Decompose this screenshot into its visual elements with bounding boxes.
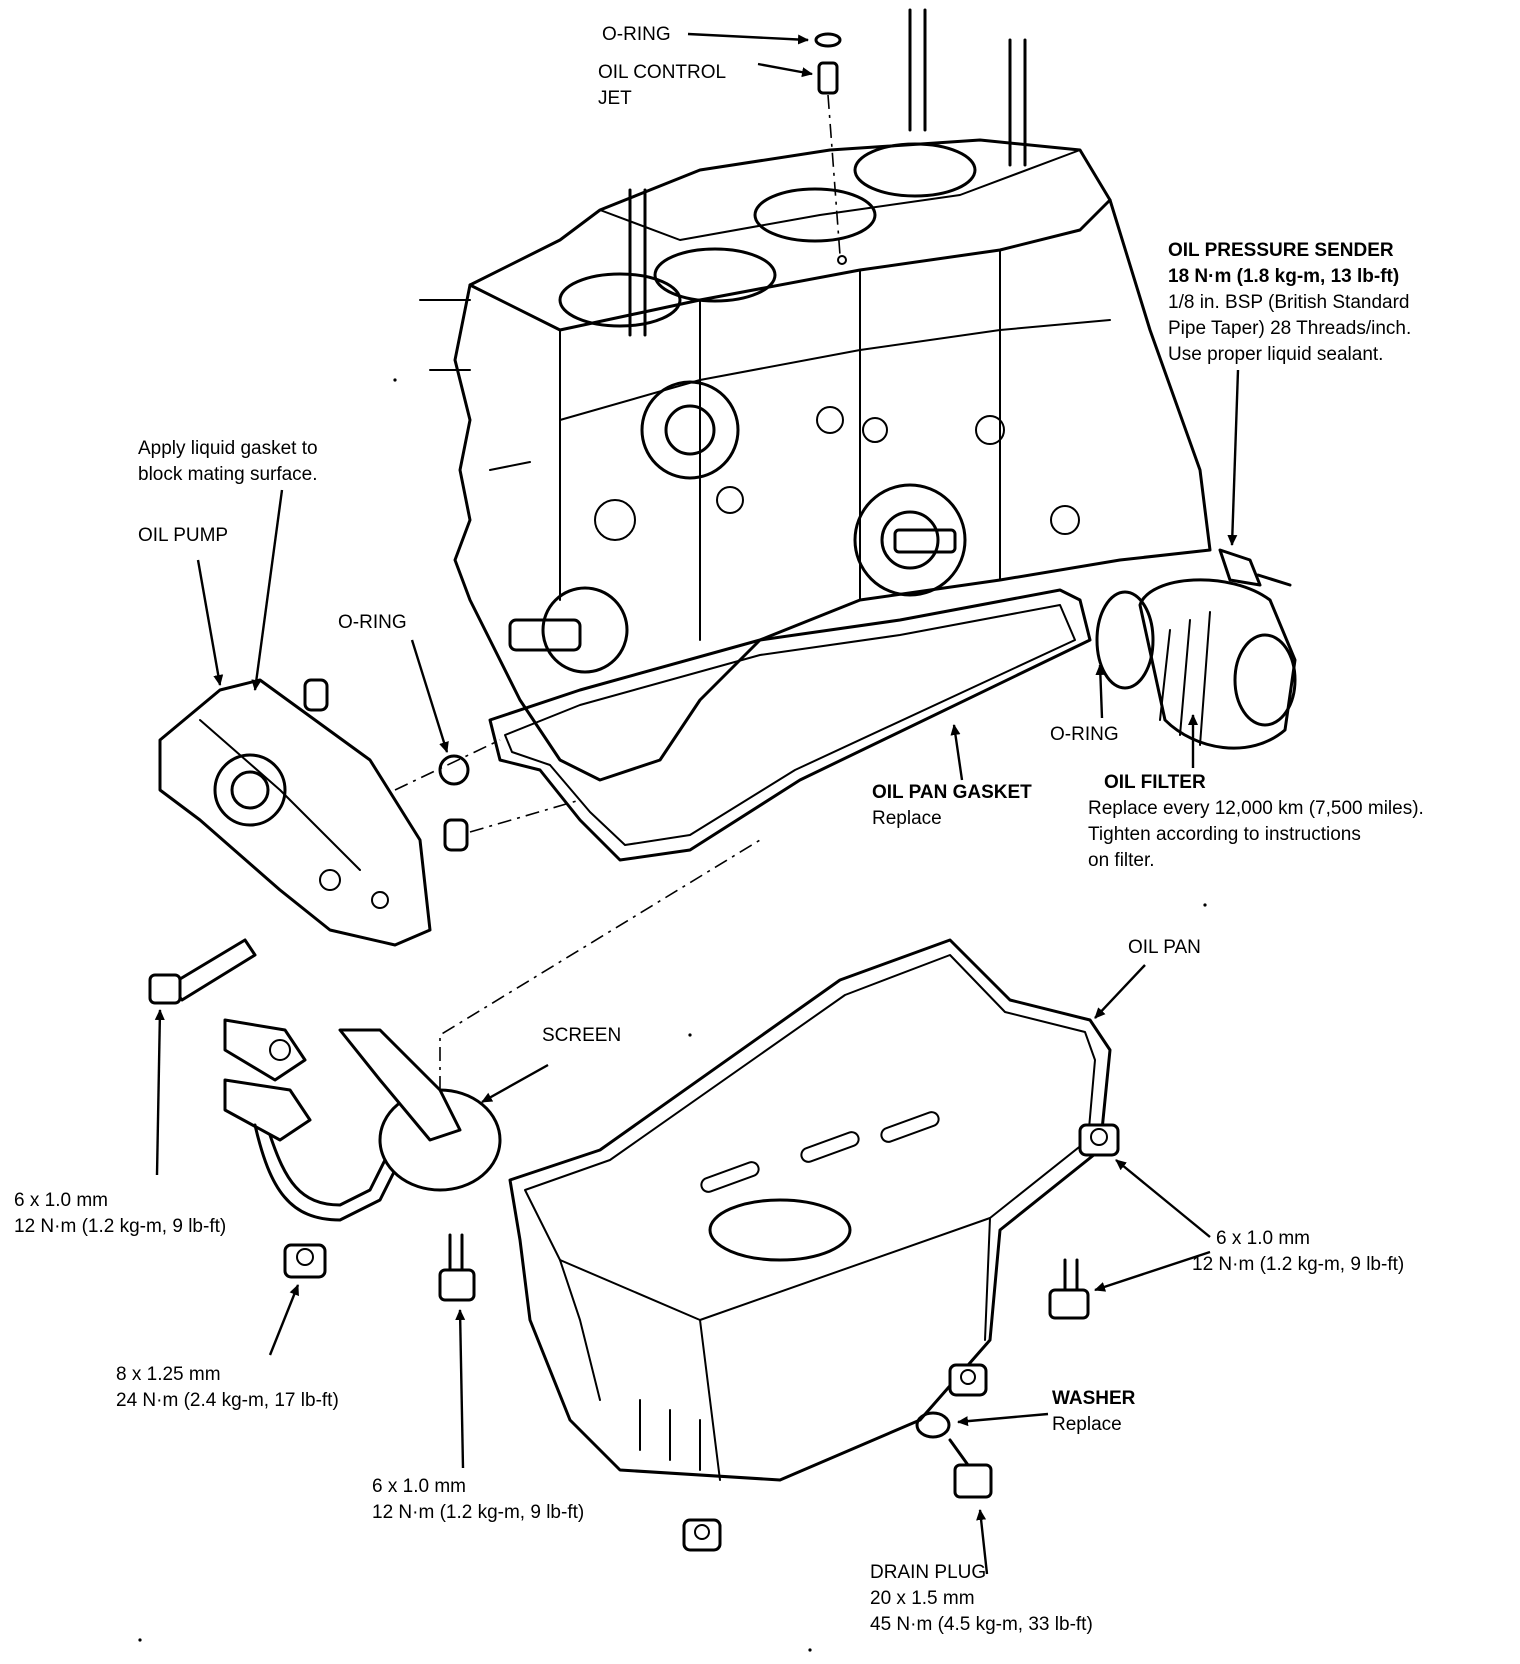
label-oil-pump: OIL PUMP [138,523,228,549]
label-o-ring-mid-text: O-RING [338,612,407,633]
label-liquid-gasket-note-line-2: block mating surface. [138,464,318,485]
leader-lines [154,32,1240,1575]
label-o-ring-mid: O-RING [338,610,407,636]
label-washer: WASHER Replace [1052,1386,1135,1438]
nut-pickup [283,1243,327,1279]
drain-plug [948,1438,993,1499]
label-oil-pressure-sender-note-3: Use proper liquid sealant. [1168,344,1384,365]
label-bolt-right-size: 6 x 1.0 mm [1216,1228,1310,1249]
label-liquid-gasket-note: Apply liquid gasket to block mating surf… [138,436,318,488]
pump-dash-line-2 [469,799,581,833]
engine-block [419,8,1212,782]
nut-pan-lower [682,1518,722,1552]
label-oil-pan-gasket-title: OIL PAN GASKET [872,782,1032,803]
label-oil-pressure-sender-note-2: Pipe Taper) 28 Threads/inch. [1168,318,1412,339]
label-drain-plug-torque: 45 N·m (4.5 kg-m, 33 lb-ft) [870,1614,1093,1635]
oil-control-jet [814,32,847,265]
label-oil-pan-gasket: OIL PAN GASKET Replace [872,780,1032,832]
label-drain-plug: DRAIN PLUG 20 x 1.5 mm 45 N·m (4.5 kg-m,… [870,1560,1093,1638]
oil-strainer-assembly [223,839,761,1222]
label-oil-filter-note-1: Replace every 12,000 km (7,500 miles). [1088,798,1424,819]
label-bolt-pickup: 8 x 1.25 mm 24 N·m (2.4 kg-m, 17 lb-ft) [116,1362,339,1414]
label-oil-pan: OIL PAN [1128,935,1201,961]
label-bolt-pickup-torque: 24 N·m (2.4 kg-m, 17 lb-ft) [116,1390,339,1411]
label-screen-text: SCREEN [542,1025,622,1046]
label-liquid-gasket-note-line-1: Apply liquid gasket to [138,438,318,459]
label-oil-filter-note-3: on filter. [1088,850,1155,871]
label-washer-note: Replace [1052,1414,1122,1435]
label-screen: SCREEN [542,1023,621,1049]
label-bolt-left-torque: 12 N·m (1.2 kg-m, 9 lb-ft) [14,1216,227,1237]
label-bolt-left-size: 6 x 1.0 mm [14,1190,108,1211]
label-drain-plug-title: DRAIN PLUG [870,1562,987,1583]
label-oil-control-jet-line-1: OIL CONTROL [598,62,727,83]
label-bolt-screen-size: 6 x 1.0 mm [372,1476,466,1497]
oil-pan-gasket [488,588,1092,862]
pump-dash-line [394,739,501,791]
label-oil-pressure-sender: OIL PRESSURE SENDER 18 N·m (1.8 kg-m, 13… [1168,238,1411,368]
label-bolt-screen-torque: 12 N·m (1.2 kg-m, 9 lb-ft) [372,1502,585,1523]
label-bolt-screen: 6 x 1.0 mm 12 N·m (1.2 kg-m, 9 lb-ft) [372,1474,584,1526]
label-o-ring-filter: O-RING [1050,722,1119,748]
label-oil-pressure-sender-torque: 18 N·m (1.8 kg-m, 13 lb-ft) [1168,266,1400,287]
label-o-ring-top: O-RING [602,22,671,48]
nut-pan-right [1078,1123,1120,1157]
bolt-pan-right [1048,1258,1090,1320]
label-bolt-right-torque: 12 N·m (1.2 kg-m, 9 lb-ft) [1192,1254,1405,1275]
label-oil-pump-text: OIL PUMP [138,525,229,546]
label-bolt-pickup-size: 8 x 1.25 mm [116,1364,221,1385]
label-oil-filter-note-2: Tighten according to instructions [1088,824,1361,845]
label-oil-filter: OIL FILTER Replace every 12,000 km (7,50… [1088,770,1424,874]
label-o-ring-top-text: O-RING [602,24,671,45]
oil-filter [1095,578,1297,750]
label-bolt-left: 6 x 1.0 mm 12 N·m (1.2 kg-m, 9 lb-ft) [14,1188,226,1240]
label-oil-pressure-sender-title: OIL PRESSURE SENDER [1168,240,1394,261]
label-o-ring-filter-text: O-RING [1050,724,1119,745]
oil-pump-o-ring [438,754,470,786]
label-oil-pan-gasket-note: Replace [872,808,942,829]
label-oil-filter-title: OIL FILTER [1104,772,1206,793]
oil-pressure-sender [1218,548,1292,587]
label-oil-control-jet: OIL CONTROL JET [598,60,726,112]
oil-pan [508,938,1112,1482]
nut-pan-bottom [948,1363,988,1397]
label-washer-title: WASHER [1052,1388,1136,1409]
label-drain-plug-size: 20 x 1.5 mm [870,1588,975,1609]
drain-washer [915,1411,951,1439]
oil-pump [158,678,469,947]
label-oil-pan-text: OIL PAN [1128,937,1201,958]
bolt-screen [438,1233,476,1302]
label-oil-control-jet-line-2: JET [598,88,632,109]
label-oil-pressure-sender-note-1: 1/8 in. BSP (British Standard [1168,292,1410,313]
bolt-pump [148,938,257,1005]
label-bolt-right: 6 x 1.0 mm 12 N·m (1.2 kg-m, 9 lb-ft) [1192,1226,1404,1278]
